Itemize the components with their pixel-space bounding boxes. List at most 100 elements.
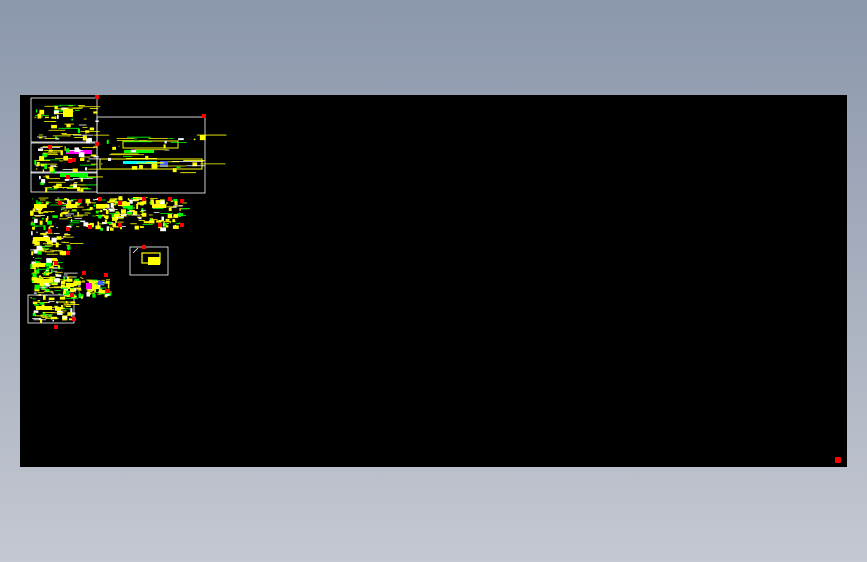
cluster-9-block <box>75 279 80 281</box>
sheet-4-block <box>41 179 46 184</box>
cluster-5-block <box>167 214 173 219</box>
grip-point[interactable] <box>48 145 52 149</box>
grip-point[interactable] <box>58 201 62 205</box>
cluster-2-block <box>80 220 86 223</box>
cluster-10-fill <box>90 285 99 289</box>
sheet-3-block <box>80 157 85 162</box>
grip-point[interactable] <box>95 142 99 146</box>
grip-point[interactable] <box>142 197 146 201</box>
cluster-11-block <box>55 306 62 311</box>
sheet-1-block <box>54 136 58 140</box>
grip-point[interactable] <box>104 273 108 277</box>
sheet-2-block <box>130 149 137 153</box>
cluster-3-block <box>104 219 107 223</box>
cluster-4-block <box>134 225 139 230</box>
sheet-4-block <box>78 189 81 192</box>
sheet-4-block <box>69 186 76 189</box>
sheet-frame-5 <box>129 246 169 276</box>
grip-point[interactable] <box>70 293 74 297</box>
grip-point[interactable] <box>48 229 52 233</box>
grip-point[interactable] <box>54 261 58 265</box>
cluster-6-block <box>46 240 53 245</box>
sheet-2-block <box>131 166 138 170</box>
sheet-4-block <box>38 175 41 180</box>
cluster-3-block <box>105 209 109 215</box>
cluster-5-block <box>177 213 184 217</box>
sheet-frame-6 <box>27 294 75 324</box>
cluster-3-block <box>103 208 108 211</box>
sheet-4-block <box>45 175 50 179</box>
cluster-3-block <box>97 221 99 227</box>
cluster-6-block <box>32 240 38 244</box>
cluster-5-fill <box>152 204 167 208</box>
sheet-2-block <box>151 163 158 169</box>
grip-point[interactable] <box>118 223 122 227</box>
grip-point[interactable] <box>142 245 146 249</box>
cluster-11-block <box>70 308 73 313</box>
cluster-2-block <box>85 198 91 204</box>
grip-point[interactable] <box>202 114 206 118</box>
cluster-6-block <box>38 241 40 246</box>
grip-point[interactable] <box>158 223 162 227</box>
sheet-1-block <box>65 107 69 110</box>
cluster-8-block <box>44 289 50 293</box>
sheet-4-block <box>53 185 59 189</box>
cluster-1-block <box>30 210 34 216</box>
cluster-4-fill <box>118 202 130 206</box>
cluster-2-block <box>68 210 70 213</box>
grip-point[interactable] <box>118 201 122 205</box>
grip-point[interactable] <box>106 289 110 293</box>
grip-point[interactable] <box>180 199 184 203</box>
cluster-10-block <box>91 283 96 286</box>
cluster-3-block <box>106 221 112 224</box>
sheet-1-block <box>54 105 58 110</box>
cluster-9-block <box>73 281 79 286</box>
cluster-6-block <box>67 246 71 250</box>
grip-point[interactable] <box>88 225 92 229</box>
grip-point[interactable] <box>66 227 70 231</box>
grip-point[interactable] <box>82 271 86 275</box>
cluster-4-block <box>126 211 133 215</box>
sheet-1-block <box>55 138 60 140</box>
sheet-3-block <box>66 148 70 153</box>
cluster-4-block <box>140 214 144 216</box>
cluster-4-block <box>133 196 139 202</box>
grip-point[interactable] <box>54 325 58 329</box>
grip-point[interactable] <box>66 251 70 255</box>
grip-point[interactable] <box>78 199 82 203</box>
grip-point[interactable] <box>180 223 184 227</box>
cluster-4-block <box>137 202 141 205</box>
cluster-2-block <box>67 200 72 205</box>
cluster-4-block <box>139 197 145 200</box>
cluster-5-block <box>156 220 162 223</box>
grip-point[interactable] <box>95 95 99 99</box>
cluster-6-block <box>61 250 67 256</box>
cluster-7-block <box>51 257 57 261</box>
cluster-11-block <box>63 303 69 305</box>
cluster-6-block <box>64 233 71 236</box>
cluster-11-block <box>39 318 43 323</box>
grip-point[interactable] <box>72 158 76 162</box>
sheet-2-block <box>199 135 206 141</box>
cluster-9-block <box>81 294 84 298</box>
grip-point[interactable] <box>72 317 76 321</box>
cluster-4-block <box>129 210 136 212</box>
cluster-1-block <box>61 212 67 215</box>
grip-point[interactable] <box>66 175 70 179</box>
cluster-3-block <box>106 226 110 231</box>
selection-grips[interactable] <box>48 95 841 462</box>
cluster-9-block <box>63 279 68 282</box>
cluster-1-block <box>43 225 46 231</box>
cluster-5-block <box>172 219 176 223</box>
cluster-11-block <box>52 319 55 322</box>
cluster-11-block <box>33 310 39 313</box>
drawing-viewport[interactable] <box>20 95 847 467</box>
cluster-4-block <box>136 204 139 210</box>
cluster-6-block <box>51 237 57 243</box>
sheet-4-block <box>40 182 45 185</box>
grip-point[interactable] <box>168 197 172 201</box>
grip-point[interactable] <box>98 197 102 201</box>
cad-drawing-canvas[interactable] <box>20 95 847 467</box>
grip-point[interactable] <box>68 159 72 163</box>
ucs-icon[interactable] <box>835 457 841 463</box>
